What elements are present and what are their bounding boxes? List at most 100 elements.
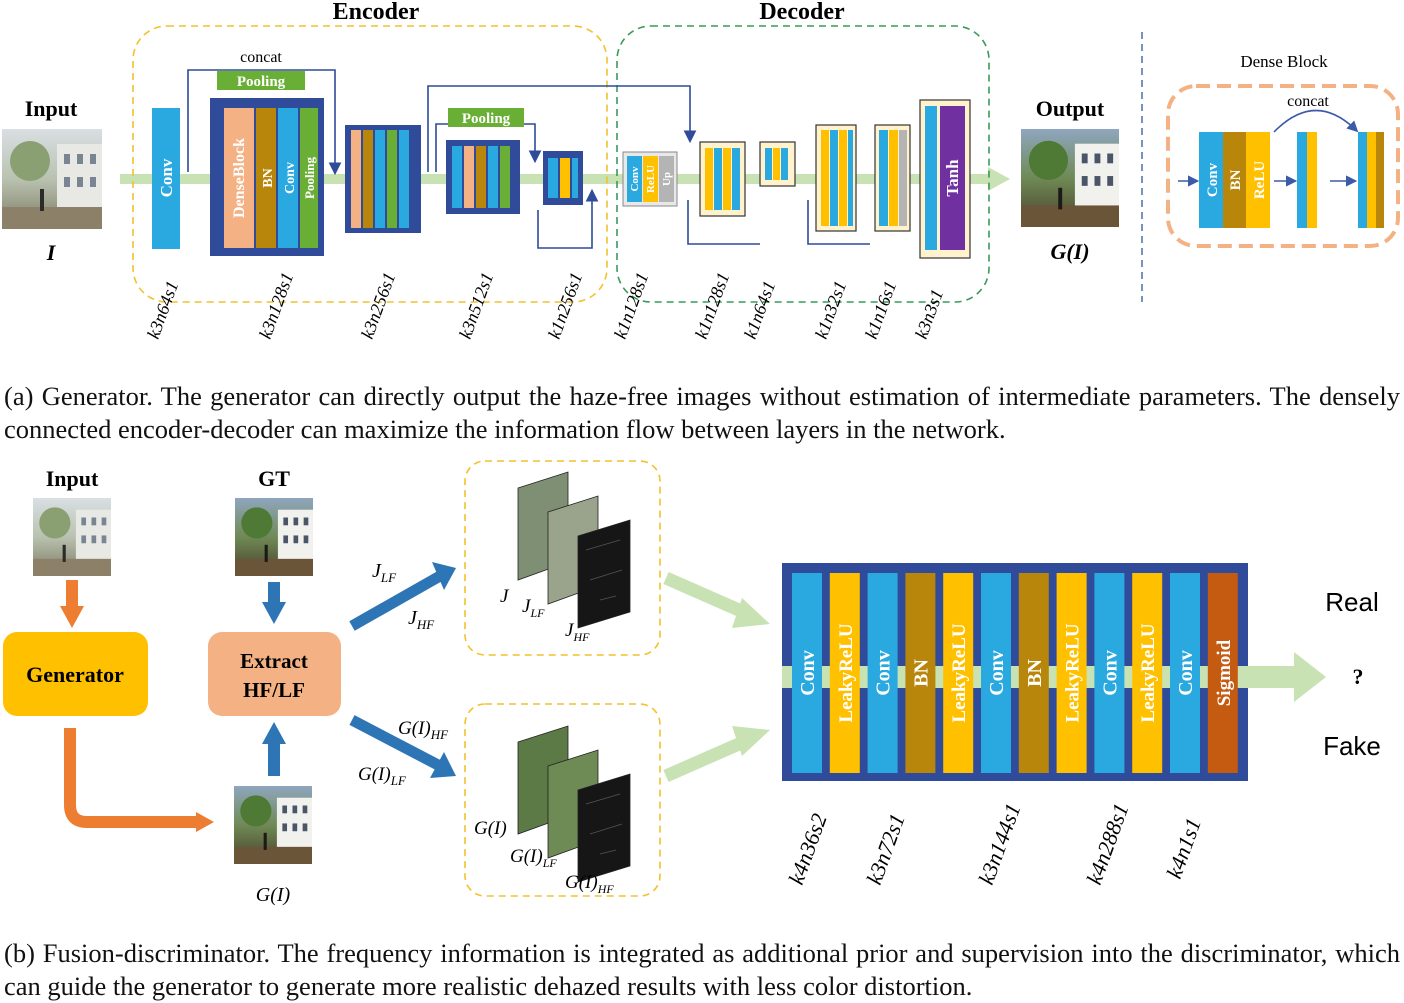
stack-top-jhf: JHF xyxy=(565,620,590,644)
discriminator-caption: (b) Fusion-discriminator. The frequency … xyxy=(4,938,1400,1001)
disc-layer-label: Conv xyxy=(1175,650,1197,696)
disc-layer-label: Conv xyxy=(986,650,1008,696)
dec-bar xyxy=(889,130,898,226)
up-relu-label: ReLU xyxy=(645,165,657,193)
disc-layer-label: LeakyReLU xyxy=(1138,623,1159,723)
block-256-bar xyxy=(375,130,385,228)
disc-layer-bar xyxy=(1094,573,1125,773)
fake-label: Fake xyxy=(1323,731,1381,761)
disc-input-image xyxy=(33,498,111,576)
question-mark: ? xyxy=(1353,664,1364,689)
input-image xyxy=(2,129,102,229)
green-arrow-top xyxy=(663,572,751,620)
input-symbol: I xyxy=(46,240,57,265)
dense-block-legend xyxy=(1166,84,1400,248)
output-image xyxy=(1021,129,1119,227)
stack-top-hf-texture xyxy=(585,539,623,601)
block-512-bar xyxy=(452,146,462,208)
disc-layer-params: k4n36s2 k3n72s1 k3n144s1 k4n288s1 k4n1s1 xyxy=(783,800,1206,888)
blue-diag-down-head xyxy=(430,752,456,778)
long-skip-path xyxy=(427,85,697,172)
output-symbol: G(I) xyxy=(1050,239,1089,264)
up-conv-label: Conv xyxy=(629,166,641,192)
block-512-bar xyxy=(488,146,498,208)
gen-param: k3n3s1 xyxy=(911,287,947,342)
disc-layer-label: LeakyReLU xyxy=(836,623,857,723)
disc-param: k3n72s1 xyxy=(861,810,910,887)
stack-bottom-gihf: G(I)HF xyxy=(565,872,614,896)
blue-diag-up-head xyxy=(432,562,456,590)
conv-block-1-label: Conv xyxy=(157,158,176,197)
tanh-label: Tanh xyxy=(943,159,962,197)
dec-skip-2 xyxy=(807,200,870,245)
pooling-tag-2 xyxy=(448,108,524,127)
gt-image xyxy=(235,498,313,576)
extract-line2: HF/LF xyxy=(243,678,305,702)
up-up-label: Up xyxy=(661,172,673,186)
disc-flow-head xyxy=(1294,652,1326,702)
blue-arrow-down-head xyxy=(262,602,286,624)
block-512-bar xyxy=(476,146,486,208)
gen-param: k1n32s1 xyxy=(811,278,850,341)
disc-layer-bar xyxy=(1018,573,1049,773)
jhf-label: JHF xyxy=(408,607,435,632)
disc-layer-bar xyxy=(867,573,898,773)
gen-param: k3n256s1 xyxy=(357,270,399,342)
gen-param: k3n128s1 xyxy=(255,270,297,342)
denseblock-label: DenseBlock xyxy=(231,138,248,218)
dense-out-bar xyxy=(1376,132,1384,228)
block-256-small-bar xyxy=(548,158,558,198)
up-conv-bar xyxy=(627,156,642,202)
disc-layer-label: Conv xyxy=(797,650,819,696)
dec-bar xyxy=(899,130,907,226)
gt-label: GT xyxy=(258,466,290,491)
blue-diag-down xyxy=(349,715,443,771)
block-256-bar xyxy=(411,130,417,228)
dense-bn-label: BN xyxy=(1228,169,1244,190)
discriminator-diagram: Input Generator GT Extract HF/LF G(I) JL… xyxy=(3,460,1381,906)
gihf-label: G(I)HF xyxy=(398,718,449,742)
stack-top-region xyxy=(464,460,661,656)
stack-bottom-hf-texture xyxy=(585,793,623,855)
dense-conv-bar xyxy=(1199,132,1223,228)
orange-arrow-down-shaft xyxy=(66,580,78,608)
stack-bottom-gilf: G(I)LF xyxy=(510,846,557,870)
main-flow-arrowhead xyxy=(988,167,1010,191)
green-arrow-bottom-head xyxy=(732,726,770,756)
dense-out-bar xyxy=(1358,132,1367,228)
disc-layer-bar xyxy=(792,573,822,773)
decoder-region xyxy=(616,25,990,303)
gen-param: k3n64s1 xyxy=(143,278,182,341)
dense-relu-bar xyxy=(1246,132,1270,228)
stack-bottom-gi: G(I) xyxy=(474,818,507,839)
gen-param: k1n256s1 xyxy=(544,270,586,342)
disc-layer-label: BN xyxy=(910,659,932,687)
disc-layer-bar xyxy=(1056,573,1087,773)
pooling-tag-1-label: Pooling xyxy=(237,74,286,90)
disc-layer-label: LeakyReLU xyxy=(949,623,970,723)
dec-bar xyxy=(732,148,740,210)
denseblock-bar xyxy=(224,108,254,248)
block-256-small-bar xyxy=(560,158,570,198)
dec-bar xyxy=(714,148,722,210)
disc-layer-bar xyxy=(829,573,860,773)
output-label: Output xyxy=(1036,96,1105,121)
jlf-label: JLF xyxy=(372,560,397,585)
dec-bar xyxy=(781,148,788,180)
generator-layer-params: k3n64s1 k3n128s1 k3n256s1 k3n512s1 k1n25… xyxy=(143,270,947,342)
up-up-bar xyxy=(659,156,674,202)
stack-bottom-img-3 xyxy=(577,773,631,883)
disc-layer-bar xyxy=(1132,573,1163,773)
dec-skip-1 xyxy=(687,200,760,245)
dec-bar xyxy=(705,148,713,210)
dense-concat-arc xyxy=(1273,109,1359,133)
generator-caption: (a) Generator. The generator can directl… xyxy=(4,381,1400,444)
conv2-label: Conv xyxy=(283,162,298,194)
gilf-label: G(I)LF xyxy=(358,764,407,788)
conv-block-1 xyxy=(152,108,180,249)
block-512-bar xyxy=(500,146,510,208)
disc-layer-label: LeakyReLU xyxy=(1063,623,1084,723)
disc-param: k4n288s1 xyxy=(1081,800,1133,888)
dec-bar xyxy=(821,130,829,226)
block-256-bar xyxy=(351,130,361,228)
